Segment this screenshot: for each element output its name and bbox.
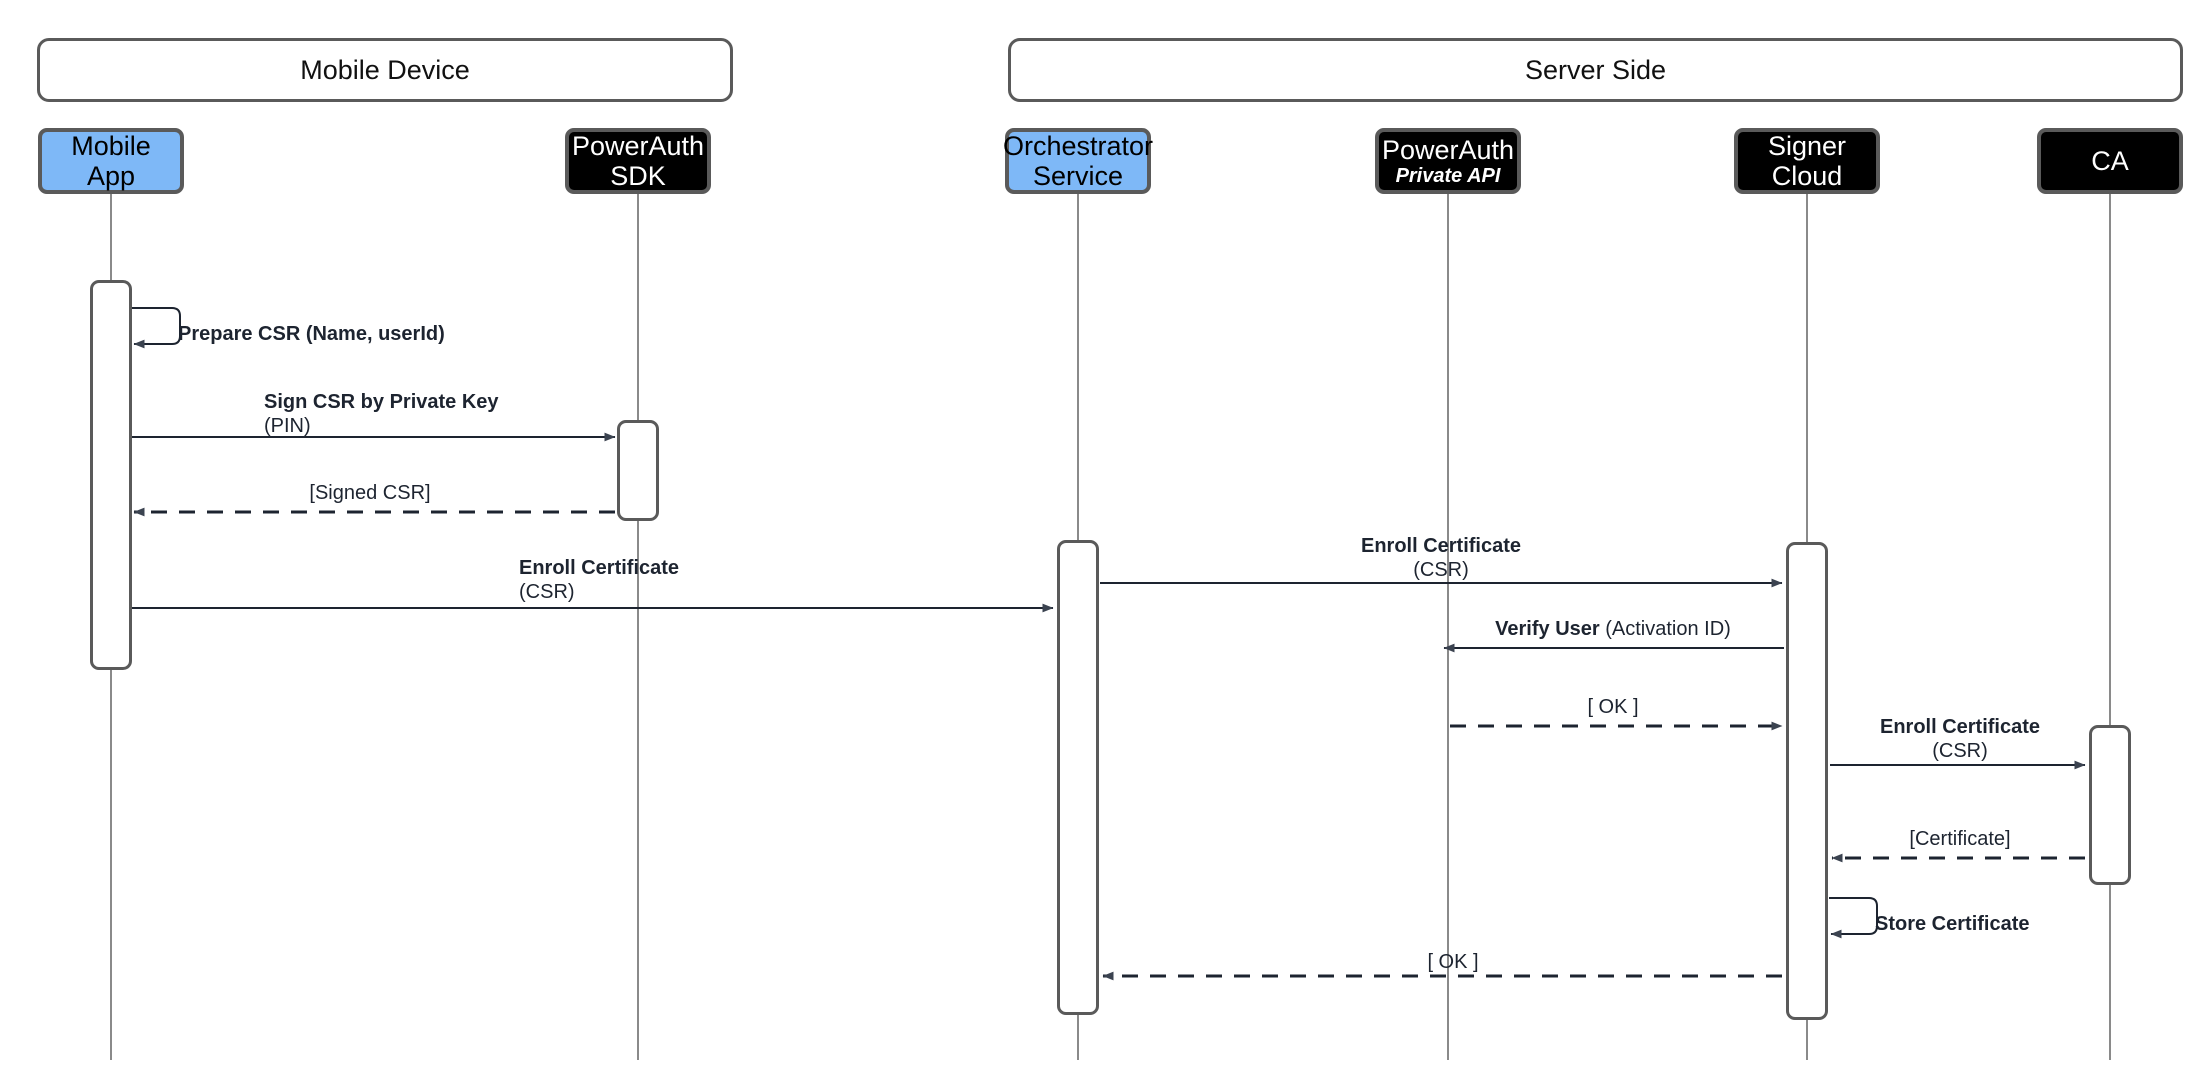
message-label-enroll-certificate-signer-to-ca: Enroll Certificate(CSR) — [1880, 715, 2040, 764]
message-label-enroll-certificate-orchestrator-to-signer: Enroll Certificate(CSR) — [1361, 534, 1521, 583]
message-param: (CSR) — [1413, 559, 1469, 582]
participant-ca[interactable]: CA — [2037, 128, 2183, 194]
participant-name: Orchestrator — [1002, 130, 1154, 161]
frame-server-side: Server Side — [1008, 38, 2183, 102]
message-label-store-certificate: Store Certificate — [1875, 912, 2030, 936]
frame-mobile-device: Mobile Device — [37, 38, 733, 102]
frame-label: Server Side — [1524, 54, 1667, 85]
message-label-prepare-csr: Prepare CSR (Name, userId) — [178, 322, 445, 346]
message-arrows-group — [132, 307, 2086, 981]
message-param: (PIN) — [264, 415, 311, 438]
message-param: (CSR) — [1932, 740, 1988, 763]
participant-name: Mobile — [71, 130, 151, 161]
message-label-enroll-certificate-app-to-orchestrator: Enroll Certificate(CSR) — [519, 556, 679, 605]
message-label-signed-csr-return: [Signed CSR] — [309, 481, 430, 505]
message-title: Enroll Certificate — [1879, 716, 2041, 738]
message-param: [ OK ] — [1427, 951, 1479, 973]
participant-name-line2: SDK — [610, 161, 666, 191]
participant-name-line2: Service — [1032, 161, 1124, 191]
message-param: [ OK ] — [1587, 696, 1639, 718]
message-label-verify-user: Verify User (Activation ID) — [1495, 617, 1731, 641]
activation-bar-signer-cloud — [1786, 542, 1828, 1020]
activation-bar-mobile-app — [90, 280, 132, 670]
message-label-sign-csr-by-private-key: Sign CSR by Private Key(PIN) — [264, 390, 499, 439]
message-label-enroll-certificate-ok: [ OK ] — [1427, 950, 1478, 974]
message-title: Prepare CSR (Name, userId) — [178, 323, 445, 345]
message-param: [Certificate] — [1909, 828, 2011, 850]
message-title: Enroll Certificate — [519, 557, 680, 579]
message-title: Enroll Certificate — [1360, 535, 1522, 557]
message-label-verify-user-ok: [ OK ] — [1587, 695, 1638, 719]
participant-name: CA — [2091, 145, 2129, 176]
participant-name: Signer — [1767, 130, 1847, 161]
message-param: [Signed CSR] — [309, 482, 431, 504]
activation-bar-ca — [2089, 725, 2131, 885]
frame-label: Mobile Device — [300, 54, 470, 85]
participant-subtitle: Private API — [1395, 164, 1501, 187]
message-param: (CSR) — [519, 581, 575, 604]
participant-name-line2: App — [86, 161, 136, 191]
message-title: Store Certificate — [1875, 913, 2030, 935]
participant-name: PowerAuth — [571, 130, 705, 161]
self-message-prepare-csr — [132, 307, 181, 349]
message-title: Sign CSR by Private Key — [264, 391, 499, 413]
self-message-store-certificate — [1829, 897, 1878, 939]
message-title: Verify User — [1495, 618, 1600, 640]
activation-bar-powerauth-sdk — [617, 420, 659, 521]
participant-name-line2: Cloud — [1771, 161, 1843, 191]
activation-bar-orchestrator-service — [1057, 540, 1099, 1015]
participant-name: PowerAuth — [1381, 134, 1515, 165]
message-label-certificate-return: [Certificate] — [1909, 827, 2010, 851]
message-param: (Activation ID) — [1599, 618, 1731, 640]
